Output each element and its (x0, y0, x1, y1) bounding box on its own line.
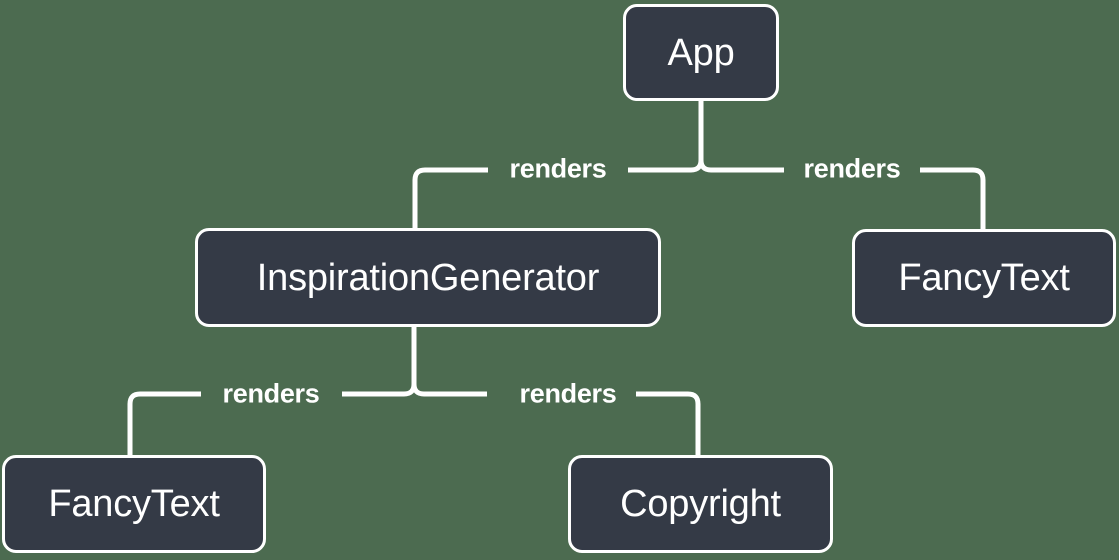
edge-inspirationgenerator-to-copyright (636, 391, 701, 455)
node-inspiration-generator-label: InspirationGenerator (256, 256, 600, 299)
node-inspiration-generator[interactable]: InspirationGenerator (195, 228, 661, 327)
edge-inspirationgenerator-stem-right (411, 383, 487, 397)
node-app-label: App (667, 31, 735, 74)
edge-app-stem (628, 101, 704, 173)
edge-app-to-inspirationgenerator (412, 167, 488, 228)
edge-app-stem-right (698, 159, 784, 173)
node-fancytext-bottom[interactable]: FancyText (2, 455, 266, 553)
edge-app-to-fancytext-right (920, 167, 986, 229)
edge-label-app-to-fancytext-right: renders (803, 153, 901, 184)
node-fancytext-right[interactable]: FancyText (852, 229, 1116, 327)
edge-inspirationgenerator-to-fancytext-bottom (127, 391, 201, 455)
node-app[interactable]: App (623, 4, 779, 101)
node-fancytext-right-label: FancyText (898, 257, 1070, 299)
node-fancytext-bottom-label: FancyText (48, 483, 220, 525)
node-copyright[interactable]: Copyright (568, 455, 833, 553)
node-copyright-label: Copyright (620, 483, 781, 525)
edge-label-inspiration-generator-to-fancytext-bottom: renders (222, 378, 320, 409)
edge-label-app-to-inspiration-generator: renders (509, 153, 607, 184)
edge-inspirationgenerator-stem (342, 327, 417, 397)
edge-label-inspiration-generator-to-copyright: renders (519, 378, 617, 409)
